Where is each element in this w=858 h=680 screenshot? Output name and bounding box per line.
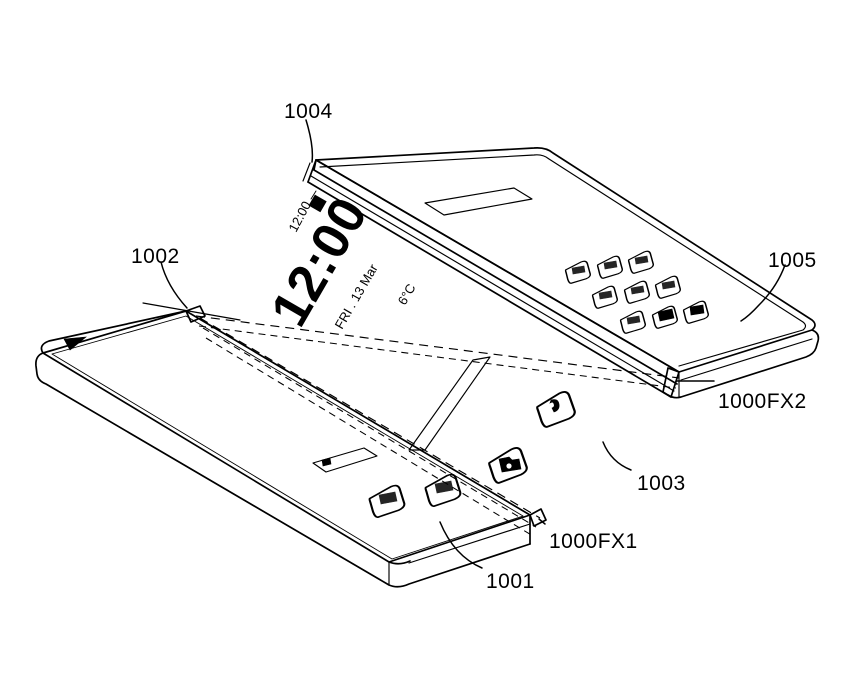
notification-bar-widget[interactable] — [424, 187, 533, 216]
left-panel-body — [35, 310, 531, 588]
phone-icon[interactable] — [533, 389, 579, 430]
camera-icon[interactable] — [485, 445, 531, 486]
front-camera-icon — [63, 336, 87, 351]
app-icon-grid — [563, 249, 711, 335]
reference-label-1000FX2: 1000FX2 — [718, 390, 807, 413]
reference-label-1001: 1001 — [486, 570, 535, 593]
app-icon-9[interactable] — [681, 299, 711, 325]
lockscreen-temp-text: 6°C — [395, 281, 419, 307]
reference-label-1003: 1003 — [637, 472, 686, 495]
gallery-icon[interactable] — [366, 483, 408, 520]
small-notification-tile[interactable] — [312, 447, 378, 473]
app-icon-1[interactable] — [563, 259, 593, 285]
app-icon-3[interactable] — [626, 249, 656, 275]
lockscreen-clock: 12:00 — [260, 187, 379, 336]
reference-label-1000FX1: 1000FX1 — [549, 530, 638, 553]
app-icon-2[interactable] — [595, 254, 625, 280]
battery-icon — [308, 194, 327, 213]
leader-lines — [160, 119, 786, 569]
reference-label-1004: 1004 — [284, 100, 333, 123]
app-icon-7[interactable] — [618, 309, 648, 335]
app-icon-4[interactable] — [590, 284, 620, 310]
hinge-joint-right — [662, 367, 680, 398]
vertical-panel-widget[interactable] — [408, 356, 491, 451]
hinge-joint-left — [142, 302, 241, 323]
reference-label-1002: 1002 — [131, 245, 180, 268]
lockscreen-clock-text: 12:00 — [260, 187, 379, 336]
middle-hinge-facet — [302, 159, 680, 398]
signal-icon — [310, 190, 317, 200]
app-icon-5[interactable] — [622, 279, 652, 305]
hinge-joint-bottom — [529, 508, 547, 527]
messages-icon[interactable] — [422, 472, 464, 509]
reference-label-1005: 1005 — [768, 249, 817, 272]
fold-crease-lines — [195, 315, 680, 537]
app-icon-6[interactable] — [653, 274, 683, 300]
lockscreen-temperature: 6°C — [395, 281, 419, 307]
app-icon-8[interactable] — [650, 304, 680, 330]
